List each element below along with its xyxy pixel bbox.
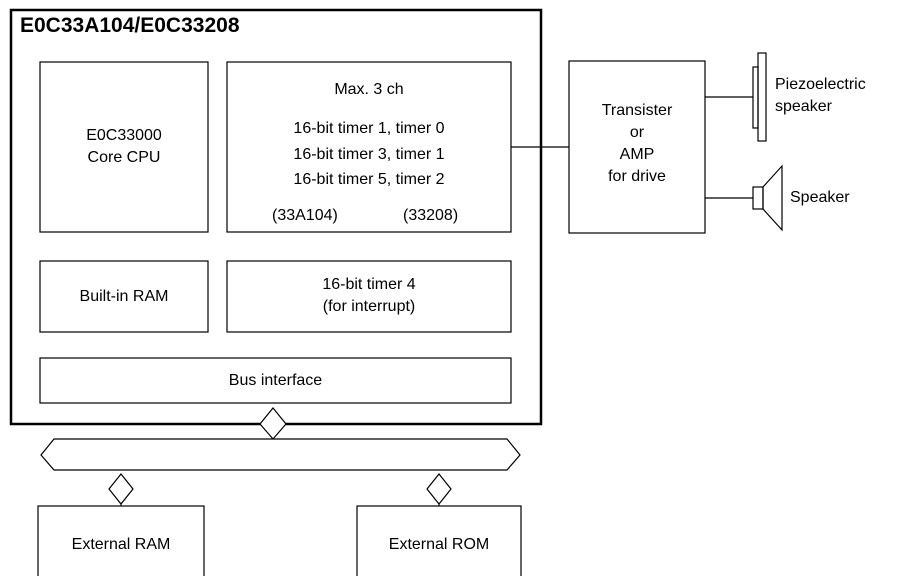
- timer-heading: Max. 3 ch: [334, 81, 404, 98]
- amp-line4: for drive: [608, 168, 666, 185]
- timer4-box: [226, 260, 512, 333]
- external-rom-box: [356, 505, 522, 576]
- core-cpu-label: E0C33000 Core CPU: [40, 125, 208, 169]
- external-ram-box: [37, 505, 205, 576]
- amp-line2: or: [629, 124, 645, 141]
- external-bus-arrow: [40, 438, 521, 471]
- amp-line3: AMP: [619, 146, 655, 163]
- chip-bus-connector-icon: [259, 407, 287, 440]
- core-cpu-box: [39, 61, 209, 233]
- timer-col-33a104: (33A104): [272, 207, 338, 224]
- built-in-ram-label: Built-in RAM: [79, 288, 169, 305]
- piezo-label: Piezoelectric speaker: [775, 74, 866, 118]
- core-cpu-line2: Core CPU: [87, 149, 161, 166]
- piezo-line2: speaker: [775, 98, 832, 115]
- timer-row: 16-bit timer 1, timer 0: [293, 120, 445, 137]
- timer-row: 16-bit timer 3, timer 1: [293, 146, 445, 163]
- ext-rom-connector-icon: [426, 473, 452, 505]
- timer-row: 16-bit timer 5, timer 2: [293, 171, 445, 188]
- timer4-label: 16-bit timer 4 (for interrupt): [227, 274, 511, 318]
- ext-ram-connector-icon: [108, 473, 134, 505]
- speaker-label: Speaker: [790, 189, 850, 206]
- piezo-line1: Piezoelectric: [775, 76, 866, 93]
- ram-box: [39, 260, 209, 333]
- timer4-line1: 16-bit timer 4: [322, 276, 416, 293]
- timer4-line2: (for interrupt): [322, 298, 416, 315]
- speaker-icon: [752, 164, 783, 232]
- external-ram-label: External RAM: [71, 536, 171, 553]
- amp-line1: Transister: [601, 102, 673, 119]
- external-rom-label: External ROM: [388, 536, 490, 553]
- amp-label: Transister or AMP for drive: [569, 100, 705, 188]
- bus-interface-box: [39, 357, 512, 404]
- bus-interface-label: Bus interface: [228, 372, 323, 389]
- piezo-speaker-icon: [752, 52, 767, 142]
- timer-col-33208: (33208): [403, 207, 459, 224]
- core-cpu-line1: E0C33000: [86, 127, 162, 144]
- chip-title: E0C33A104/E0C33208: [20, 14, 240, 37]
- amp-box: [568, 60, 706, 234]
